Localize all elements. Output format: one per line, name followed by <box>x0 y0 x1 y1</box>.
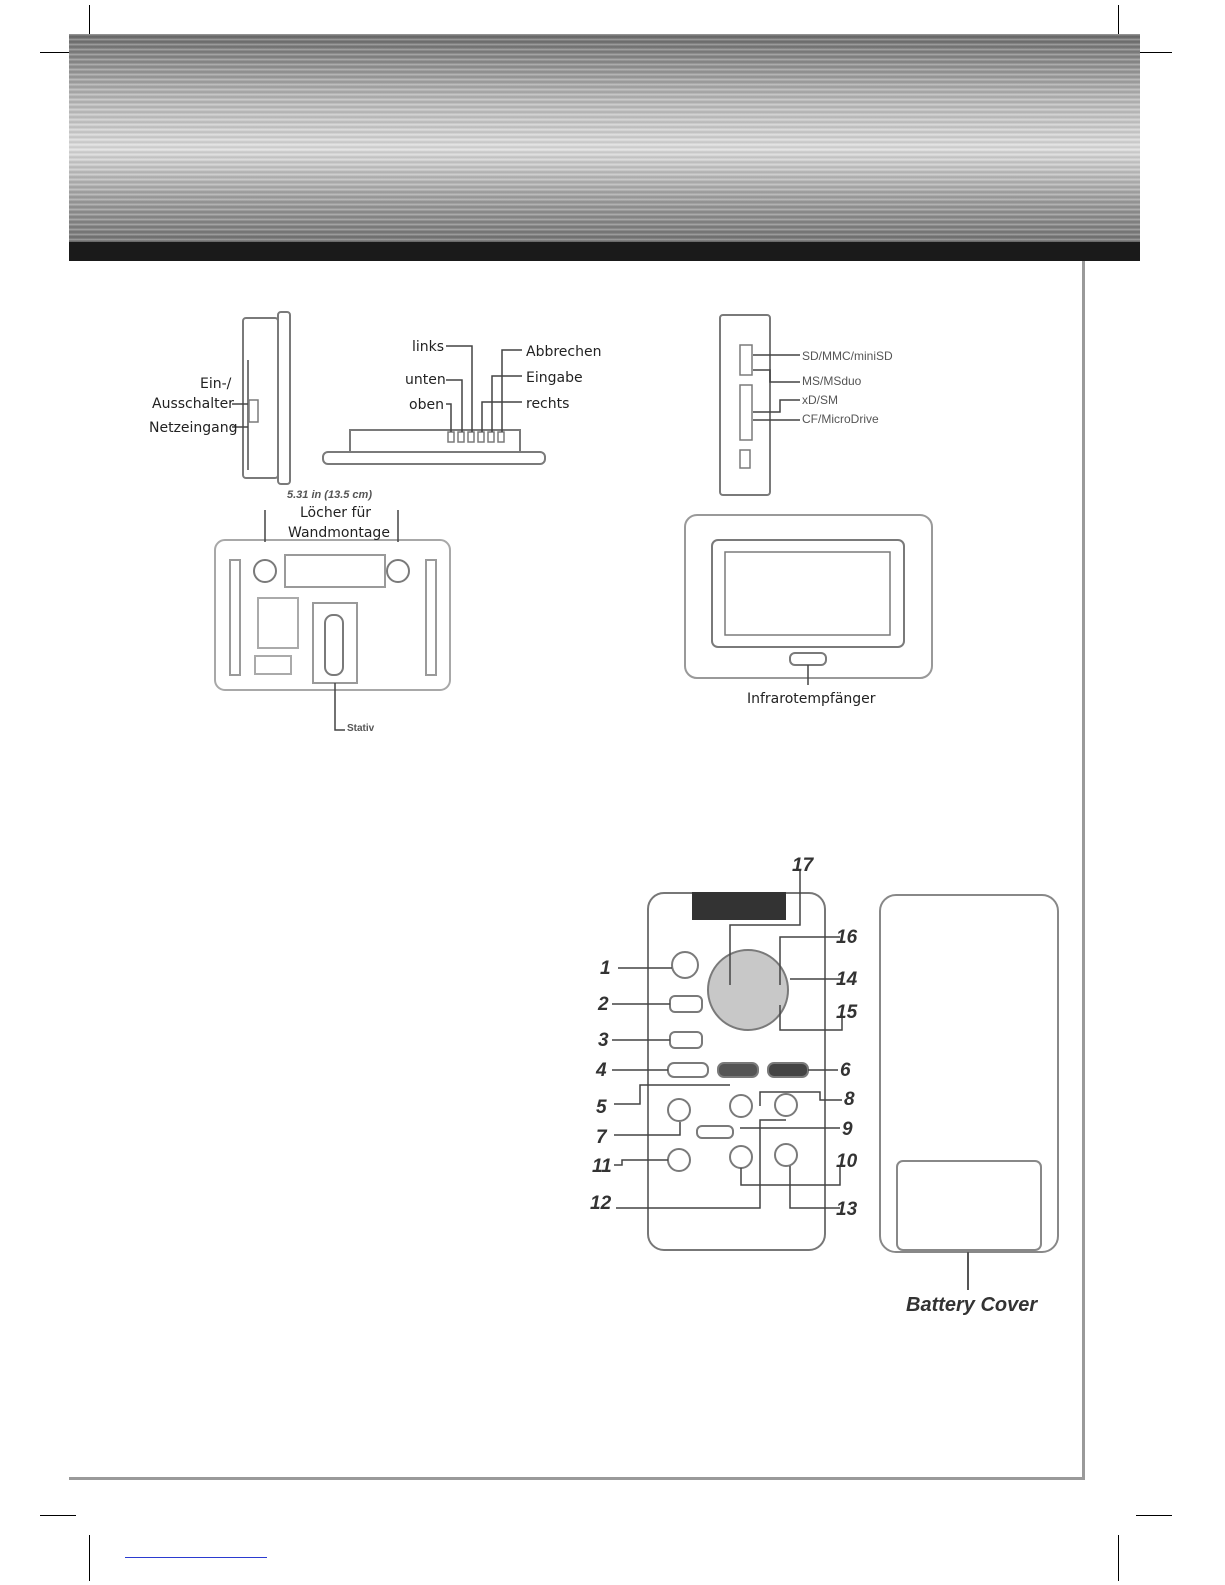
label-holes-2: Wandmontage <box>288 525 390 541</box>
callout-6: 6 <box>840 1060 851 1082</box>
label-abbrechen: Abbrechen <box>526 344 601 360</box>
label-dimension: 5.31 in (13.5 cm) <box>287 489 372 501</box>
label-links: links <box>412 339 444 355</box>
label-holes-1: Löcher für <box>300 505 371 521</box>
label-eingabe: Eingabe <box>526 370 583 386</box>
callout-3: 3 <box>598 1030 609 1052</box>
label-ein-aus-1: Ein-/ <box>200 376 231 392</box>
callout-10: 10 <box>836 1151 857 1173</box>
label-ms: MS/MSduo <box>802 374 861 388</box>
callout-2: 2 <box>598 994 609 1016</box>
callout-12: 12 <box>590 1193 611 1215</box>
label-oben: oben <box>409 397 444 413</box>
callout-9: 9 <box>842 1119 853 1141</box>
callout-15: 15 <box>836 1002 857 1024</box>
callout-5: 5 <box>596 1097 607 1119</box>
callout-14: 14 <box>836 969 857 991</box>
label-ir-receiver: Infrarotempfänger <box>747 691 876 707</box>
callout-13: 13 <box>836 1199 857 1221</box>
label-sd: SD/MMC/miniSD <box>802 349 893 363</box>
callout-8: 8 <box>844 1089 855 1111</box>
callout-1: 1 <box>600 958 611 980</box>
footer-link-underline <box>125 1557 267 1558</box>
label-unten: unten <box>405 372 446 388</box>
callout-17: 17 <box>792 855 813 877</box>
callout-16: 16 <box>836 927 857 949</box>
callout-4: 4 <box>596 1060 607 1082</box>
label-stand: Stativ <box>347 723 374 734</box>
callout-7: 7 <box>596 1127 607 1149</box>
label-xd: xD/SM <box>802 393 838 407</box>
label-rechts: rechts <box>526 396 569 412</box>
callout-11: 11 <box>592 1156 612 1178</box>
label-netzeingang: Netzeingang <box>149 420 238 436</box>
label-battery-cover: Battery Cover <box>906 1294 1037 1317</box>
label-ein-aus-2: Ausschalter <box>152 396 234 412</box>
label-cf: CF/MicroDrive <box>802 412 879 426</box>
